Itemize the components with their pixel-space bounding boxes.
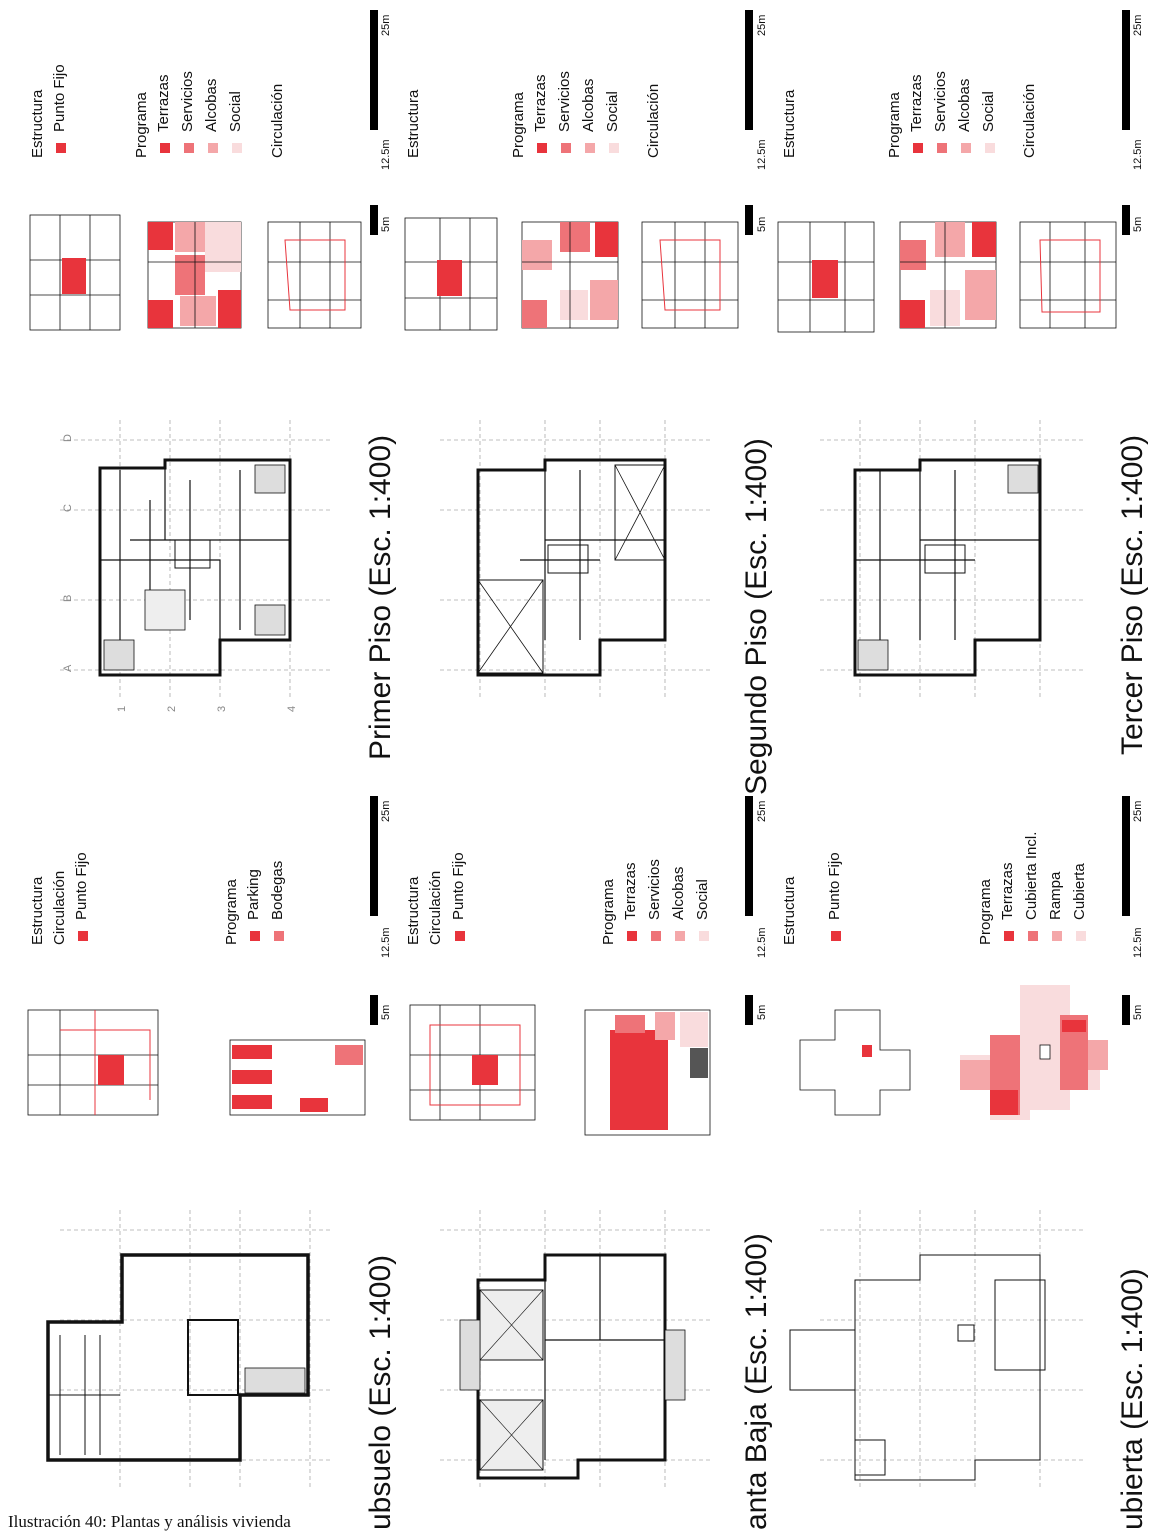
legend-item: Circulación: [51, 870, 68, 945]
primer-piso-diagrams: [29, 214, 362, 331]
segundo-piso-plan: [440, 420, 710, 700]
legend-item: Terrazas: [532, 74, 549, 132]
legend-heading-estructura: Estructura: [29, 89, 46, 158]
legend-heading-programa: Programa: [600, 879, 617, 945]
legend-item: Alcobas: [203, 78, 220, 132]
legend-item: Punto Fijo: [826, 852, 843, 920]
subsuelo-diagrams: [27, 1009, 366, 1116]
scale-label-25m: 25m: [756, 14, 768, 36]
legend-heading-programa: Programa: [886, 92, 903, 158]
legend-heading-estructura: Estructura: [405, 89, 422, 158]
scale-label-12-5m: 12.5m: [1132, 927, 1144, 958]
legend-item: Circulación: [427, 870, 444, 945]
plan-title-tercer-piso: Tercer Piso (Esc. 1:400): [1116, 434, 1149, 755]
scale-label-5m: 5m: [756, 1004, 768, 1020]
legend-heading-estructura: Estructura: [781, 876, 798, 945]
plan-title-planta-baja: anta Baja (Esc. 1:400): [740, 1233, 773, 1530]
scale-label-5m: 5m: [756, 216, 768, 232]
scale-label-12-5m: 12.5m: [380, 927, 392, 958]
cubierta-diagrams: [799, 985, 1108, 1120]
legend-heading-circulacion: Circulación: [645, 83, 662, 158]
plan-title-cubierta: ubierta (Esc. 1:400): [1116, 1268, 1149, 1530]
scale-label-25m: 25m: [1132, 14, 1144, 36]
legend-item: Alcobas: [956, 78, 973, 132]
legend-item: Rampa: [1047, 871, 1064, 920]
scale-label-25m: 25m: [380, 14, 392, 36]
legend-heading-circulacion: Circulación: [269, 83, 286, 158]
cubierta-plan: [789, 1210, 1085, 1490]
scale-label-5m: 5m: [380, 216, 392, 232]
legend-item: Terrazas: [622, 862, 639, 920]
legend-item: Terrazas: [999, 862, 1016, 920]
plan-title-segundo-piso: Segundo Piso (Esc. 1:400): [740, 438, 773, 795]
scale-label-5m: 5m: [1132, 1004, 1144, 1020]
plan-title-primer-piso: Primer Piso (Esc. 1:400): [364, 434, 397, 760]
legend-item: Alcobas: [580, 78, 597, 132]
legend-item: Terrazas: [908, 74, 925, 132]
subsuelo-plan: [46, 1210, 330, 1490]
plan-title-subsuelo: ubsuelo (Esc. 1:400): [364, 1254, 397, 1530]
legend-heading-programa: Programa: [510, 92, 527, 158]
legend-heading-circulacion: Circulación: [1021, 83, 1038, 158]
tercer-piso-diagrams: [777, 221, 1117, 333]
grid-label: A: [62, 664, 74, 672]
scale-label-5m: 5m: [380, 1004, 392, 1020]
legend-item: Servicios: [179, 71, 196, 132]
grid-label: 3: [216, 705, 228, 712]
legend-heading-programa: Programa: [223, 879, 240, 945]
legend-item: Social: [227, 91, 244, 132]
legend-item: Punto Fijo: [51, 64, 68, 132]
scale-label-25m: 25m: [1132, 800, 1144, 822]
grid-label: B: [62, 594, 74, 602]
legend-item: Social: [604, 91, 621, 132]
legend-swatches: [56, 143, 1086, 941]
legend-item: Cubierta: [1071, 863, 1088, 920]
scale-label-12-5m: 12.5m: [756, 927, 768, 958]
scale-bars: [370, 10, 1130, 1025]
legend-heading-estructura: Estructura: [29, 876, 46, 945]
legend-item: Servicios: [932, 71, 949, 132]
legend-heading-programa: Programa: [977, 879, 994, 945]
legend-item: Punto Fijo: [73, 852, 90, 920]
scale-label-25m: 25m: [756, 800, 768, 822]
grid-label: C: [62, 504, 74, 512]
tercer-piso-plan: [820, 420, 1085, 700]
legend-item: Alcobas: [670, 866, 687, 920]
legend-item: Punto Fijo: [450, 852, 467, 920]
segundo-piso-diagrams: [404, 217, 739, 331]
grid-label: 1: [116, 705, 128, 712]
legend-item: Terrazas: [155, 74, 172, 132]
scale-label-5m: 5m: [1132, 216, 1144, 232]
figure-caption: Ilustración 40: Plantas y análisis vivie…: [8, 1512, 291, 1531]
legend-heading-estructura: Estructura: [405, 876, 422, 945]
planta-baja-plan: [440, 1210, 710, 1490]
legend-item: Social: [980, 91, 997, 132]
scale-label-12-5m: 12.5m: [380, 139, 392, 170]
scale-label-25m: 25m: [380, 800, 392, 822]
legend-item: Servicios: [646, 859, 663, 920]
legend-heading-programa: Programa: [133, 92, 150, 158]
primer-piso-plan: [60, 420, 330, 700]
grid-label: 2: [166, 705, 178, 712]
scale-label-12-5m: 12.5m: [756, 139, 768, 170]
planta-baja-diagrams: [409, 1004, 711, 1136]
grid-label: D: [62, 434, 74, 442]
legend-heading-estructura: Estructura: [781, 89, 798, 158]
legend-item: Parking: [245, 869, 262, 920]
legend-item: Social: [694, 879, 711, 920]
scale-label-12-5m: 12.5m: [1132, 139, 1144, 170]
legend-item: Servicios: [556, 71, 573, 132]
legend-item: Cubierta Incl.: [1023, 831, 1040, 920]
legend-item: Bodegas: [269, 860, 286, 920]
grid-label: 4: [286, 705, 298, 712]
